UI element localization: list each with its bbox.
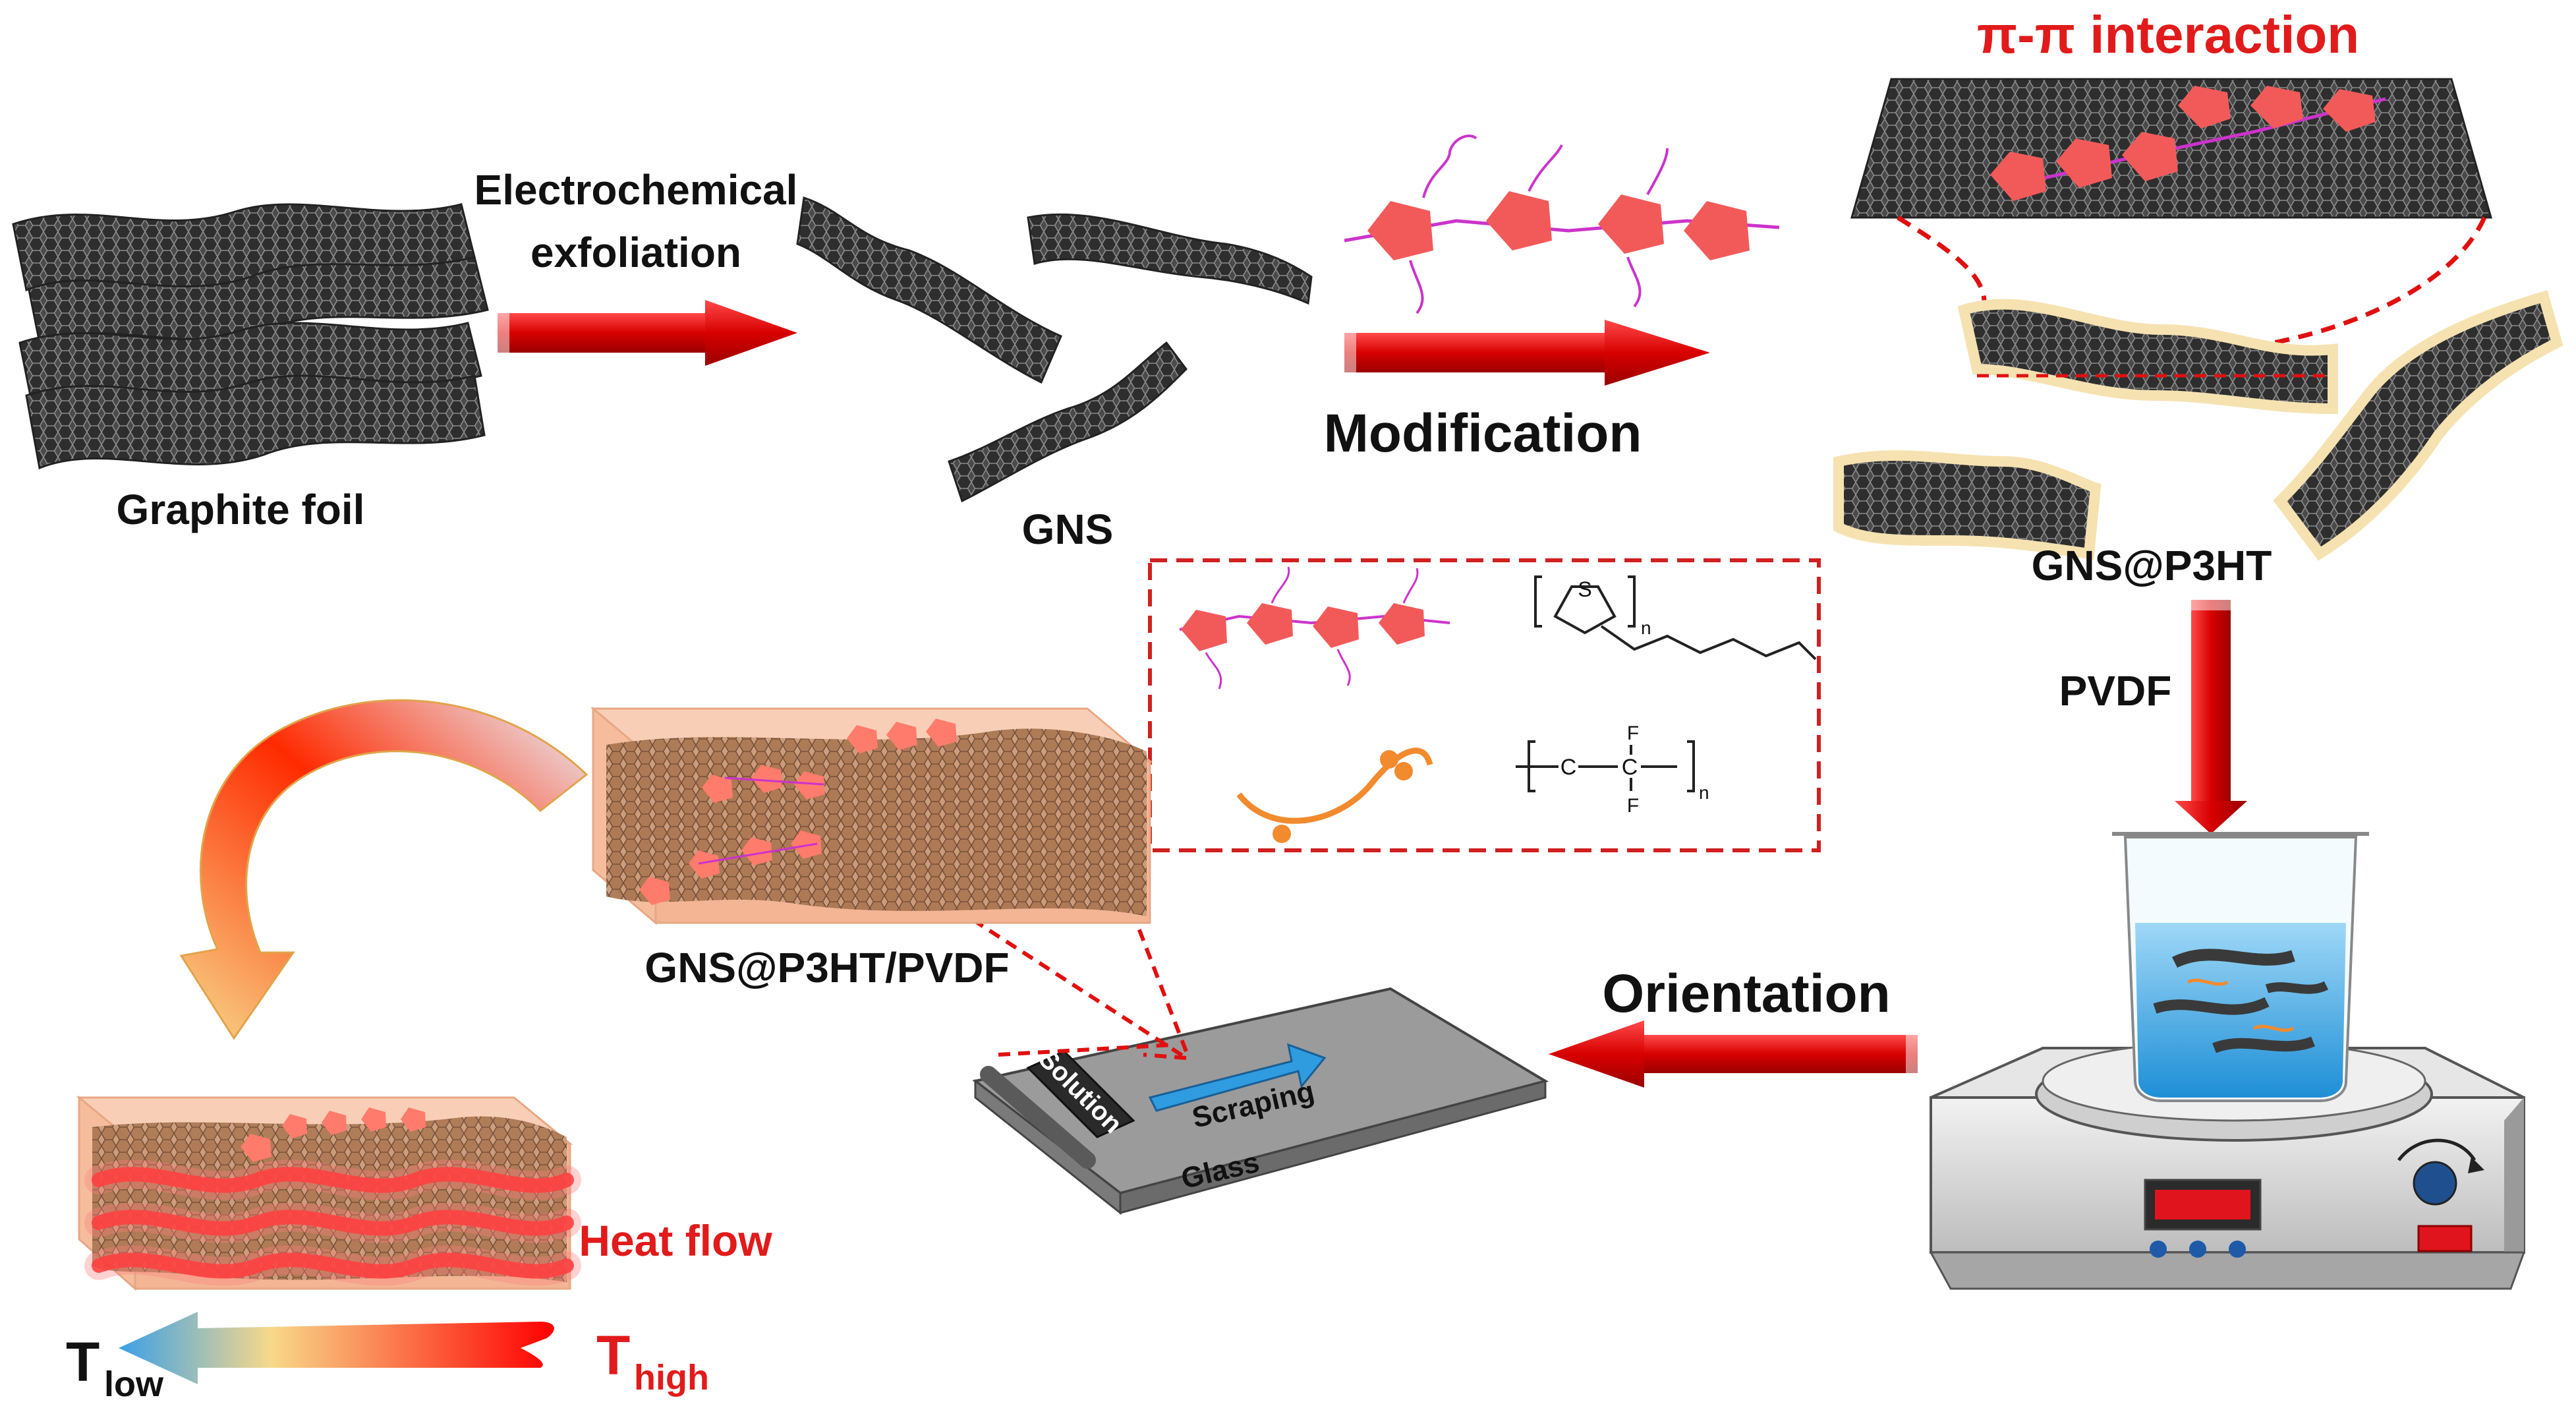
orientation-label: Orientation [1602,964,1890,1024]
t-high-main: T [596,1324,630,1386]
t-high-subscript: high [634,1358,709,1397]
p3ht-chain-icon [1344,134,1780,314]
legend-box: S n C C F F n [1148,558,1821,852]
graphite-foil-icon [12,203,489,470]
heat-flow-block-icon [76,1095,581,1291]
graphene-plane-icon [1850,78,2492,219]
p3ht-n-subscript: n [1641,618,1651,638]
exfoliation-label: exfoliation [530,229,741,276]
orientation-arrow [1549,1020,1918,1088]
t-low-subscript: low [104,1364,164,1404]
graphene-sheet-icon [796,196,1313,503]
pvdf-n-subscript: n [1699,782,1709,803]
gns-p3ht-pvdf-label: GNS@P3HT/PVDF [644,944,1009,991]
heat-flow-label: Heat flow [579,1216,772,1265]
t-low-main: T [66,1331,100,1393]
exfoliation-arrow [498,300,797,366]
composite-block-icon [590,706,1153,925]
beaker-icon [2112,832,2369,1102]
pvdf-c1-atom: C [1560,755,1577,780]
pvdf-c2-atom: C [1622,755,1638,780]
glass-slide-icon [972,987,1549,1216]
modification-label: Modification [1324,403,1642,463]
p3ht-s-atom: S [1578,577,1591,601]
modification-arrow [1344,320,1710,386]
pvdf-arrow [2175,600,2247,834]
pvdf-f2-atom: F [1627,795,1639,817]
curved-transfer-arrow [179,699,588,1040]
temperature-gradient-arrow-icon [119,1312,554,1384]
pi-pi-interaction-label: π-π interaction [1977,5,2359,64]
gns-label: GNS [1022,506,1114,553]
electrochemical-label: Electrochemical [474,166,798,214]
pvdf-label: PVDF [2059,667,2172,715]
graphite-foil-label: Graphite foil [117,486,365,533]
pvdf-f1-atom: F [1627,722,1639,744]
gns-p3ht-label: GNS@P3HT [2032,542,2272,589]
gns-p3ht-flakes [1833,290,2563,561]
